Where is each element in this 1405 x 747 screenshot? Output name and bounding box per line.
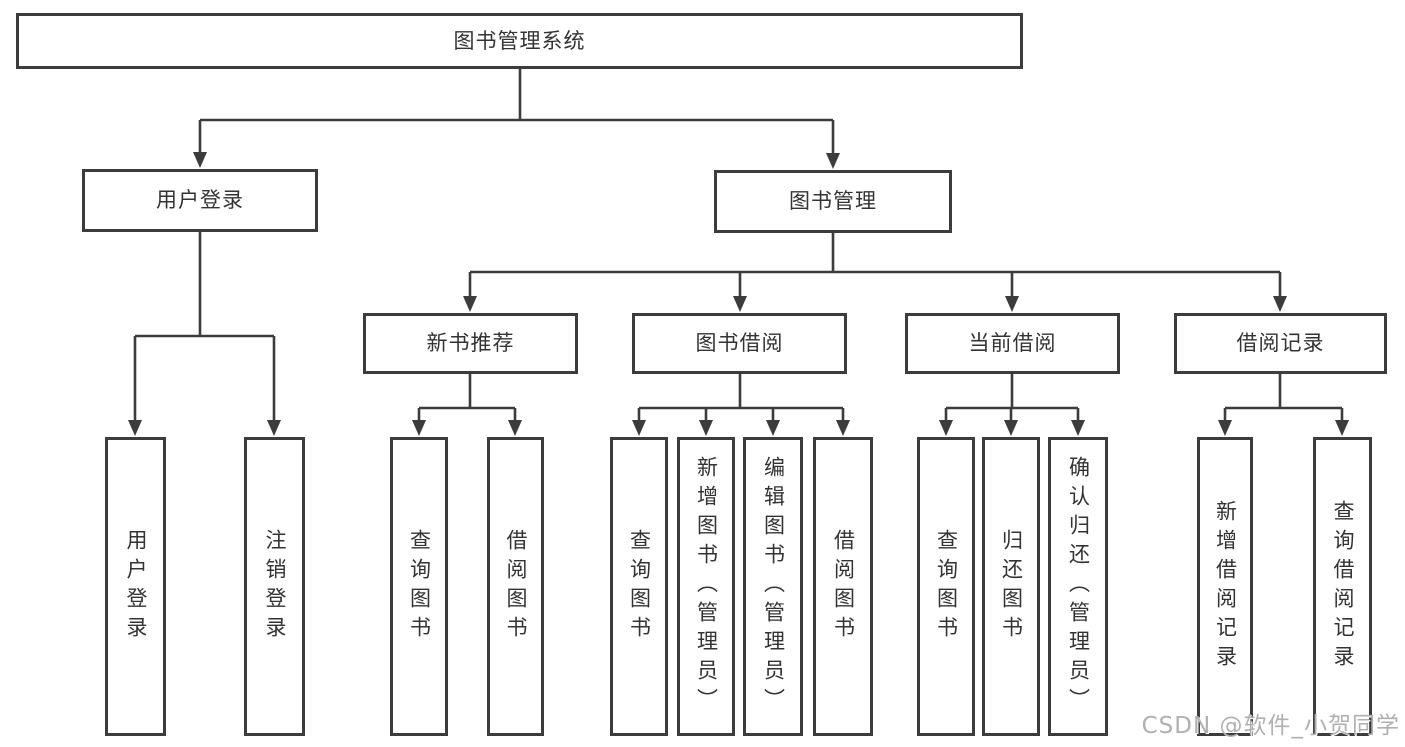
node-book-borrow-label: 图书借阅	[695, 331, 784, 355]
leaf-logout: 注销登录	[244, 437, 305, 736]
leaf-bb-edit-book-admin-label: 编辑图书（管理员）	[761, 456, 786, 717]
node-book-management-label: 图书管理	[789, 189, 877, 213]
leaf-cb-confirm-return-admin-label: 确认归还（管理员）	[1066, 456, 1091, 717]
leaf-bb-query-book-label: 查询图书	[627, 528, 652, 645]
leaf-bb-borrow-book-label: 借阅图书	[831, 528, 856, 645]
leaf-br-add-record: 新增借阅记录	[1197, 437, 1253, 736]
leaf-cb-query-book: 查询图书	[917, 437, 975, 736]
node-book-management: 图书管理	[714, 170, 952, 233]
node-root-system-label: 图书管理系统	[453, 28, 586, 53]
node-current-borrow: 当前借阅	[905, 313, 1120, 374]
node-new-book-recommend-label: 新书推荐	[426, 331, 515, 355]
node-root-system: 图书管理系统	[16, 13, 1023, 69]
leaf-cb-confirm-return-admin: 确认归还（管理员）	[1048, 437, 1108, 736]
leaf-bb-edit-book-admin: 编辑图书（管理员）	[743, 437, 803, 736]
node-borrow-records: 借阅记录	[1174, 313, 1387, 374]
node-user-login-label: 用户登录	[156, 188, 244, 212]
leaf-br-query-record: 查询借阅记录	[1313, 437, 1372, 736]
leaf-nbr-borrow-book: 借阅图书	[487, 437, 544, 736]
leaf-user-login-label: 用户登录	[124, 528, 148, 645]
node-new-book-recommend: 新书推荐	[363, 313, 578, 374]
leaf-nbr-query-book-label: 查询图书	[407, 528, 432, 645]
leaf-cb-query-book-label: 查询图书	[934, 528, 959, 645]
arrowhead-icons	[128, 152, 1349, 436]
leaf-bb-borrow-book: 借阅图书	[813, 437, 873, 736]
leaf-bb-add-book-admin-label: 新增图书（管理员）	[694, 456, 719, 717]
node-user-login: 用户登录	[82, 169, 318, 232]
leaf-nbr-borrow-book-label: 借阅图书	[504, 528, 528, 645]
leaf-bb-add-book-admin: 新增图书（管理员）	[677, 437, 735, 736]
leaf-bb-query-book: 查询图书	[610, 437, 668, 736]
leaf-br-query-record-label: 查询借阅记录	[1331, 499, 1355, 674]
leaf-br-add-record-label: 新增借阅记录	[1213, 499, 1238, 674]
leaf-cb-return-book: 归还图书	[982, 437, 1040, 736]
leaf-nbr-query-book: 查询图书	[390, 437, 448, 736]
node-current-borrow-label: 当前借阅	[968, 331, 1057, 355]
leaf-logout-label: 注销登录	[263, 528, 287, 645]
node-book-borrow: 图书借阅	[632, 313, 847, 374]
leaf-user-login: 用户登录	[105, 437, 166, 736]
node-borrow-records-label: 借阅记录	[1236, 331, 1325, 355]
leaf-cb-return-book-label: 归还图书	[999, 528, 1024, 645]
